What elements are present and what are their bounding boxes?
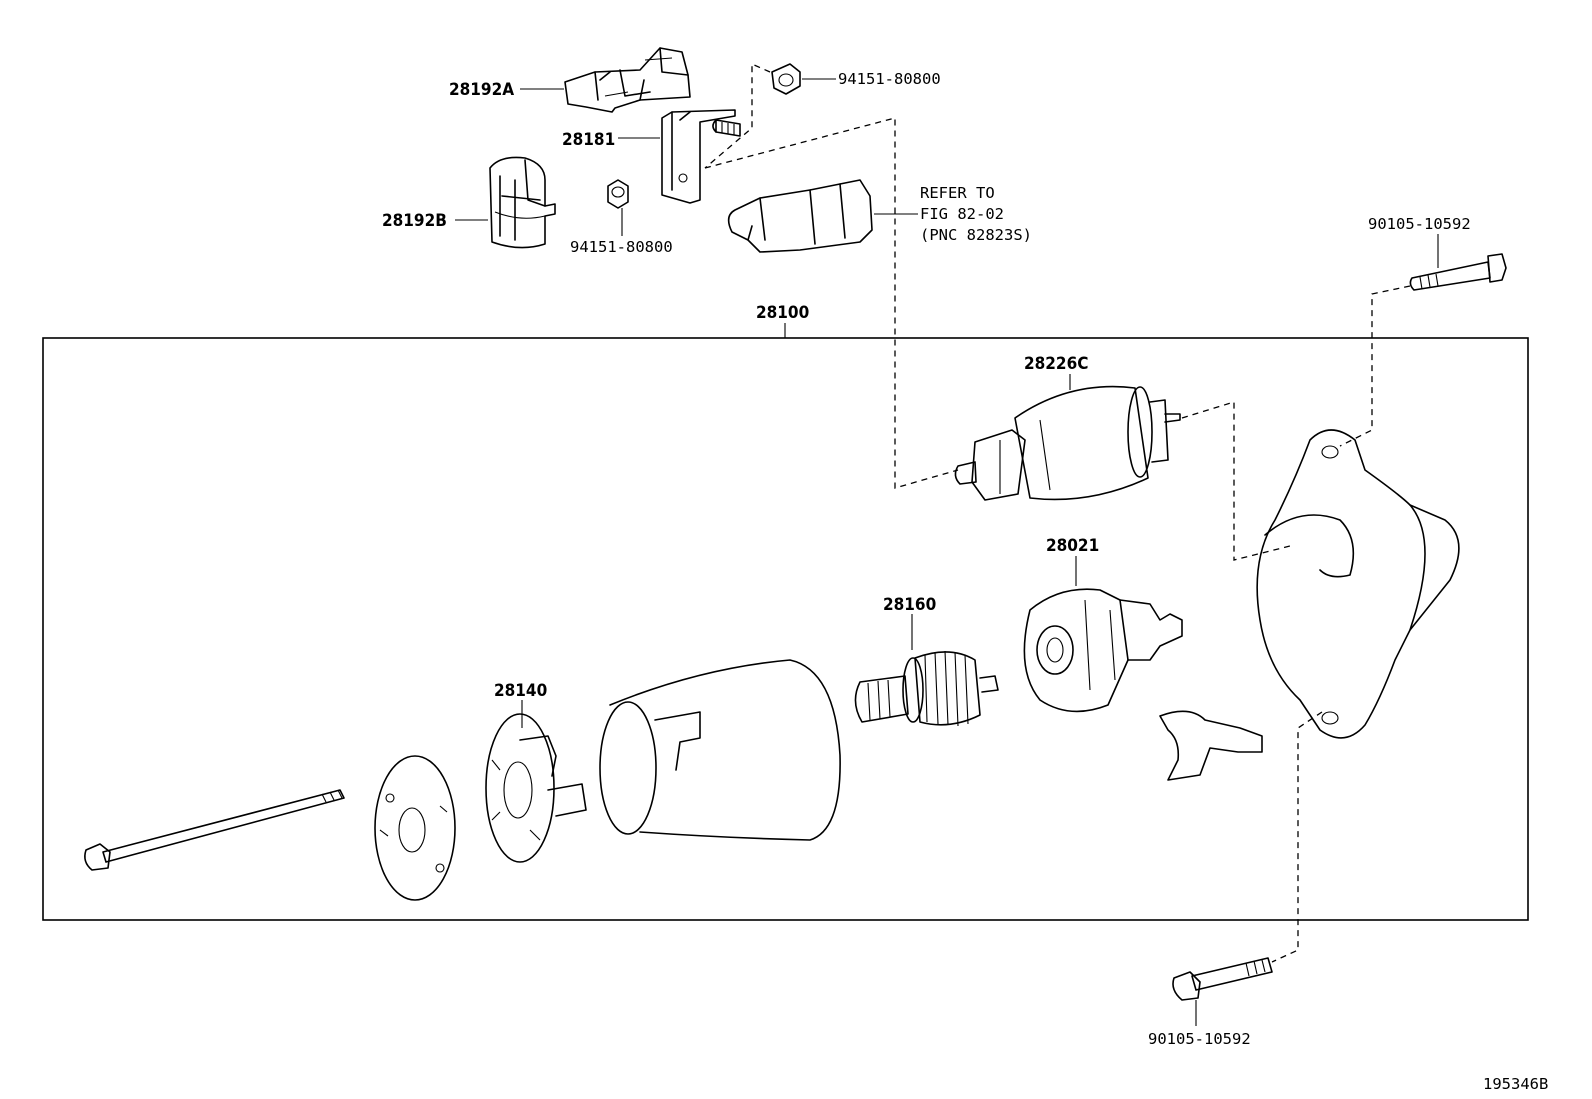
refer-to-line2: FIG 82-02 [920,205,1004,223]
bolt-90105-bottom [1172,957,1273,1001]
end-frame-plate [374,755,456,901]
terminal-cover-ref-82823s [727,179,873,253]
figure-id: 195346B [1483,1075,1548,1093]
yoke-field-frame [599,659,841,841]
terminal-boot-28192b [489,156,556,249]
label-28160: 28160 [883,595,936,615]
label-90105-bottom: 90105-10592 [1148,1030,1251,1048]
label-28140: 28140 [494,681,547,701]
label-28192a: 28192A [449,80,514,100]
label-94151-top: 94151-80800 [838,70,941,88]
brush-holder-28021 [1023,588,1183,713]
refer-to-line3: (PNC 82823S) [920,226,1032,244]
bolt-90105-top [1409,253,1507,291]
label-28021: 28021 [1046,536,1099,556]
label-90105-top: 90105-10592 [1368,215,1471,233]
solenoid-28226c [954,385,1181,501]
refer-to-line1: REFER TO [920,184,995,202]
label-28226c: 28226C [1024,354,1088,374]
through-bolt [84,789,345,871]
drive-housing [1256,429,1460,739]
terminal-bracket-28181 [661,109,741,204]
brush-holder-28140 [485,713,587,863]
label-28100: 28100 [756,303,809,323]
nut-94151-bottom [607,179,629,209]
starter-assembly-box [42,337,1529,921]
shift-lever [1159,710,1263,781]
label-94151-bottom: 94151-80800 [570,238,673,256]
connector-cover-28192a [564,47,691,113]
label-28181: 28181 [562,130,615,150]
nut-94151-top [771,63,801,95]
armature-28160 [854,650,999,727]
label-28192b: 28192B [382,211,447,231]
